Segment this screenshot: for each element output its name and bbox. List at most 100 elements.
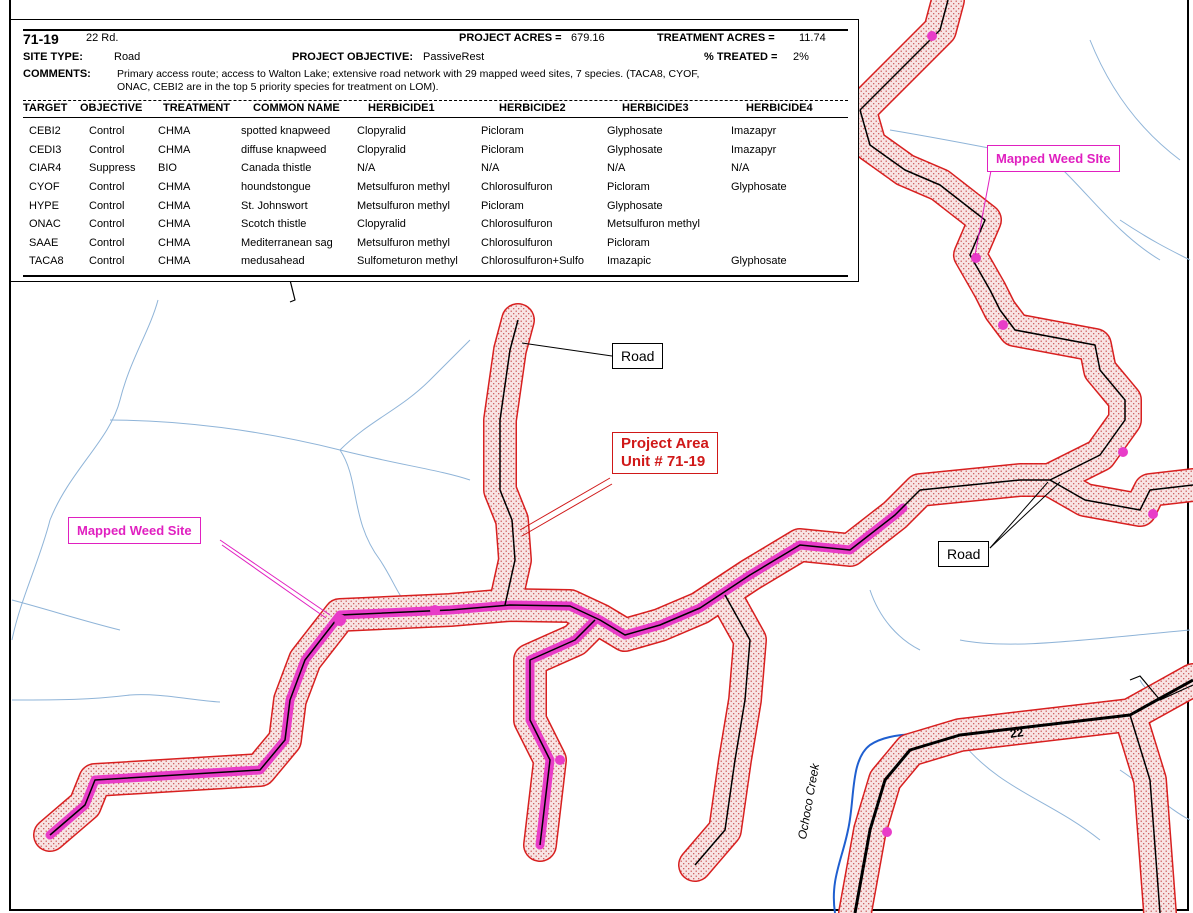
table-cell: [731, 234, 831, 253]
header-rule: [23, 117, 848, 118]
table-cell: CHMA: [158, 143, 191, 156]
table-cell: [731, 215, 831, 234]
col-header-herbicide2: HERBICIDE2: [499, 102, 566, 114]
table-cell: Control: [89, 181, 125, 194]
table-cell: CEBI2: [29, 125, 61, 138]
table-cell: CHMA: [158, 255, 191, 268]
treated-value: 2%: [793, 51, 809, 63]
col-header-common-name: COMMON NAME: [253, 102, 340, 114]
stream: [959, 739, 1101, 841]
table-cell: CYOF: [29, 181, 60, 194]
weed-site-point: [334, 614, 346, 626]
table-cell: Picloram: [607, 236, 650, 249]
table-cell: St. Johnswort: [241, 199, 308, 212]
comments-line-2: ONAC, CEBI2 are in the top 5 priority sp…: [117, 81, 439, 93]
col-header-treatment: TREATMENT: [163, 102, 231, 114]
table-cell: houndstongue: [241, 181, 311, 194]
leader-weed-east: [974, 159, 994, 256]
panel-top-rule: [23, 29, 848, 31]
table-cell: diffuse knapweed: [241, 143, 327, 156]
treated-label: % TREATED =: [704, 51, 778, 63]
comments-divider: [23, 100, 848, 101]
weed-site-point: [555, 755, 565, 765]
weed-site-point: [927, 31, 937, 41]
table-cell: TACA8: [29, 255, 64, 268]
table-cell: Control: [89, 255, 125, 268]
table-cell: Canada thistle: [241, 162, 312, 175]
project-acres-label: PROJECT ACRES =: [459, 32, 562, 44]
table-cell: Control: [89, 125, 125, 138]
site-id: 71-19: [23, 31, 59, 47]
table-cell: CEDI3: [29, 143, 62, 156]
table-cell: BIO: [158, 162, 177, 175]
stream: [1089, 39, 1181, 161]
leader-weed-west-2: [221, 544, 327, 619]
table-cell: CHMA: [158, 181, 191, 194]
table-cell: N/A: [481, 162, 500, 175]
weed-site-point: [971, 253, 981, 263]
leader-weed-west-1: [219, 539, 331, 616]
table-cell: N/A: [731, 162, 750, 175]
project-area-callout: Project Area Unit # 71-19: [612, 432, 718, 474]
weed-site-point: [998, 320, 1008, 330]
table-cell: CHMA: [158, 125, 191, 138]
leader-road-east-2: [989, 481, 1061, 549]
table-cell: HYPE: [29, 199, 59, 212]
treatment-acres-label: TREATMENT ACRES =: [657, 32, 775, 44]
weed-site-points: [334, 31, 1158, 837]
stream: [109, 419, 471, 481]
table-cell: Control: [89, 218, 125, 231]
table-cell: ONAC: [29, 218, 61, 231]
stream: [959, 629, 1191, 645]
table-cell: Metsulfuron methyl: [357, 199, 450, 212]
col-header-herbicide4: HERBICIDE4: [746, 102, 813, 114]
table-cell: CHMA: [158, 236, 191, 249]
table-cell: SAAE: [29, 236, 59, 249]
col-header-objective: OBJECTIVE: [80, 102, 143, 114]
table-cell: N/A: [607, 162, 626, 175]
table-cell: Picloram: [481, 143, 524, 156]
table-cell: Clopyralid: [357, 218, 406, 231]
table-cell: Chlorosulfuron: [481, 236, 553, 249]
leader-road-north: [521, 342, 613, 357]
table-cell: spotted knapweed: [241, 125, 331, 138]
table-cell: [731, 196, 831, 215]
table-row: SAAE Control CHMA Mediterranean sag Metsulfu…: [29, 234, 831, 253]
table-cell: Glyphosate: [731, 181, 787, 194]
project-acres-value: 679.16: [571, 32, 605, 44]
table-cell: Metsulfuron methyl: [357, 236, 450, 249]
table-cell: Clopyralid: [357, 125, 406, 138]
stream: [11, 599, 121, 631]
site-info-panel: 71-19 22 Rd. PROJECT ACRES = 679.16 TREA…: [10, 19, 859, 282]
leader-road-east-1: [989, 481, 1049, 549]
stream: [11, 694, 221, 703]
table-cell: Glyphosate: [607, 143, 663, 156]
stream: [339, 339, 471, 451]
table-cell: Control: [89, 143, 125, 156]
comments-line-1: Primary access route; access to Walton L…: [117, 68, 700, 80]
weed-site-segments: [45, 503, 908, 850]
weed-site-point: [1118, 447, 1128, 457]
stream: [11, 299, 159, 641]
table-cell: Sulfometuron methyl: [357, 255, 458, 268]
weed-site-point: [882, 827, 892, 837]
table-cell: CHMA: [158, 199, 191, 212]
table-cell: Control: [89, 236, 125, 249]
table-cell: Mediterranean sag: [241, 236, 333, 249]
objective-value: PassiveRest: [423, 51, 485, 63]
weed-site-point: [1148, 509, 1158, 519]
ochoco-creek: [832, 732, 951, 913]
table-row: CEBI2 Control CHMA spotted knapweed Clopyral…: [29, 122, 831, 141]
leader-project-area-2: [521, 483, 613, 537]
weed-site-callout-west: Mapped Weed Site: [68, 517, 201, 544]
site-type-label: SITE TYPE:: [23, 51, 83, 63]
site-road: 22 Rd.: [86, 32, 119, 44]
site-type-value: Road: [114, 51, 141, 63]
leader-lines: [219, 159, 1061, 619]
table-cell: Suppress: [89, 162, 136, 175]
